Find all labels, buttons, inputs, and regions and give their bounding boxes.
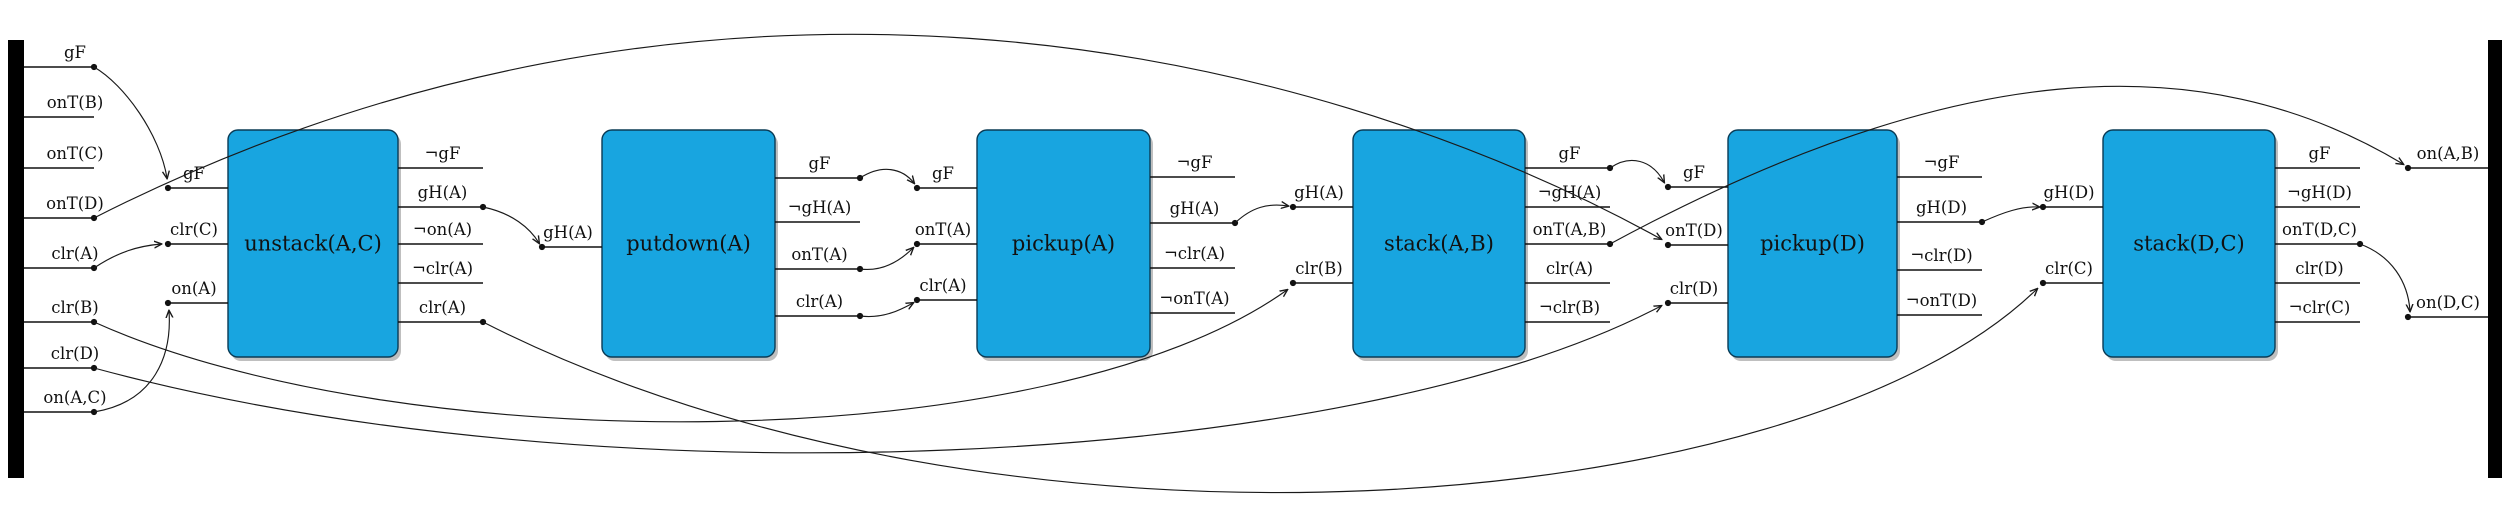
initial-state-bar [8,40,24,478]
connector-dot [2039,279,2047,287]
initial-predicate-clr-b: clr(B) [51,298,98,317]
connector-dot [1289,279,1297,287]
effect-stack-d-c-gf: gF [2308,144,2330,163]
initial-predicate-gf: gF [64,43,86,62]
precondition-unstack-a-c-gf: gF [183,164,205,183]
connector-dot [2039,203,2047,211]
effect-stack-d-c-clr-c: ¬clr(C) [2289,298,2351,317]
connector-dot [1664,299,1672,307]
causal-link-stack-a-b-eff-ont-a-b-to-goal-on-a-b [1609,85,2403,245]
precondition-pickup-a-ont-a: onT(A) [915,220,971,239]
causal-link-init-on-a-c-to-unstack-a-c-pre-on-a [93,311,169,413]
precondition-stack-a-b-clr-b: clr(B) [1295,259,1342,278]
connector-dot [2404,164,2412,172]
causal-link-stack-a-b-eff-gf-to-pickup-d-pre-gf [1609,159,1664,182]
effect-stack-d-c-gh-d: ¬gH(D) [2287,183,2352,202]
effect-pickup-a-clr-a: ¬clr(A) [1164,244,1225,263]
connector-dot [1664,183,1672,191]
action-box-putdown-a [601,129,776,358]
effect-putdown-a-clr-a: clr(A) [796,292,843,311]
effect-stack-a-b-ont-a-b: onT(A,B) [1533,220,1607,239]
effect-unstack-a-c-gh-a: gH(A) [418,183,468,202]
effect-unstack-a-c-on-a: ¬on(A) [413,220,472,239]
effect-putdown-a-ont-a: onT(A) [791,245,847,264]
effect-unstack-a-c-gf: ¬gF [425,144,461,163]
effect-pickup-a-gf: ¬gF [1177,153,1213,172]
connector-dot [164,240,172,248]
causal-link-unstack-a-c-eff-gh-a-to-putdown-a-pre-gh-a [482,206,539,243]
precondition-putdown-a-gh-a: gH(A) [543,223,593,242]
precondition-stack-d-c-gh-d: gH(D) [2043,183,2094,202]
effect-stack-a-b-clr-a: clr(A) [1546,259,1593,278]
effect-pickup-d-gh-d: gH(D) [1916,198,1967,217]
effect-stack-a-b-clr-b: ¬clr(B) [1539,298,1600,317]
causal-link-pickup-d-eff-gh-d-to-stack-d-c-pre-gh-d [1981,207,2039,223]
effect-stack-a-b-gf: gF [1558,144,1580,163]
precondition-pickup-d-ont-d: onT(D) [1665,221,1723,240]
initial-predicate-ont-d: onT(D) [46,194,104,213]
initial-predicate-clr-a: clr(A) [51,244,98,263]
precondition-pickup-d-gf: gF [1683,163,1705,182]
connector-dot [1664,241,1672,249]
effect-unstack-a-c-clr-a: ¬clr(A) [412,259,473,278]
initial-predicate-on-a-c: on(A,C) [43,388,106,407]
causal-link-init-clr-d-to-pickup-d-pre-clr-d [93,306,1661,454]
connector-dot [913,184,921,192]
action-title-putdown-a: putdown(A) [626,232,751,256]
goal-predicate-on-d-c: on(D,C) [2416,293,2480,312]
effect-putdown-a-gf: gF [808,154,830,173]
precondition-pickup-a-gf: gF [932,164,954,183]
goal-predicate-on-a-b: on(A,B) [2417,144,2480,163]
causal-link-putdown-a-eff-ont-a-to-pickup-a-pre-ont-a [859,248,913,270]
effect-pickup-a-gh-a: gH(A) [1170,199,1220,218]
connector-dot [1289,203,1297,211]
effect-pickup-d-clr-d: ¬clr(D) [1910,246,1972,265]
connector-dot [913,240,921,248]
precondition-unstack-a-c-clr-c: clr(C) [170,220,218,239]
precondition-pickup-a-clr-a: clr(A) [919,276,966,295]
causal-link-init-clr-a-to-unstack-a-c-pre-clr-c [93,244,161,269]
precondition-pickup-d-clr-d: clr(D) [1670,279,1719,298]
causal-link-putdown-a-eff-clr-a-to-pickup-a-pre-clr-a [859,303,913,318]
connector-dot [538,243,546,251]
action-title-unstack-a-c: unstack(A,C) [244,232,382,256]
action-box-pickup-d [1727,129,1898,358]
goal-state-bar [2488,40,2502,478]
action-title-pickup-d: pickup(D) [1760,232,1865,256]
effect-pickup-d-ont-d: ¬onT(D) [1906,291,1978,310]
effect-stack-d-c-clr-d: clr(D) [2295,259,2344,278]
connector-dot [2404,313,2412,321]
causal-link-pickup-a-eff-gh-a-to-stack-a-b-pre-gh-a [1234,205,1288,224]
precondition-stack-d-c-clr-c: clr(C) [2045,259,2093,278]
action-title-stack-d-c: stack(D,C) [2133,232,2244,256]
action-title-stack-a-b: stack(A,B) [1384,232,1494,256]
effect-pickup-d-gf: ¬gF [1924,153,1960,172]
connector-dot [164,184,172,192]
causal-link-putdown-a-eff-gf-to-pickup-a-pre-gf [859,168,914,183]
initial-predicate-ont-c: onT(C) [46,144,103,163]
initial-predicate-ont-b: onT(B) [47,93,104,112]
connector-dot [164,299,172,307]
effect-putdown-a-gh-a: ¬gH(A) [788,198,852,217]
causal-link-unstack-a-c-eff-clr-a-to-stack-d-c-pre-clr-c [482,289,2037,494]
precondition-unstack-a-c-on-a: on(A) [171,279,216,298]
effect-stack-d-c-ont-d-c: onT(D,C) [2282,220,2357,239]
effect-pickup-a-ont-a: ¬onT(A) [1159,289,1229,308]
causal-link-init-gf-to-unstack-a-c-pre-gf [93,66,167,178]
initial-predicate-clr-d: clr(D) [51,344,100,363]
connector-dot [913,296,921,304]
causal-link-init-ont-d-to-pickup-d-pre-ont-d [93,33,1661,239]
action-title-pickup-a: pickup(A) [1012,232,1115,256]
causal-link-stack-d-c-eff-ont-d-c-to-goal-on-d-c [2359,243,2410,311]
effect-unstack-a-c-clr-a: clr(A) [419,298,466,317]
causal-link-init-clr-b-to-stack-a-b-pre-clr-b [93,290,1287,423]
precondition-stack-a-b-gh-a: gH(A) [1294,183,1344,202]
